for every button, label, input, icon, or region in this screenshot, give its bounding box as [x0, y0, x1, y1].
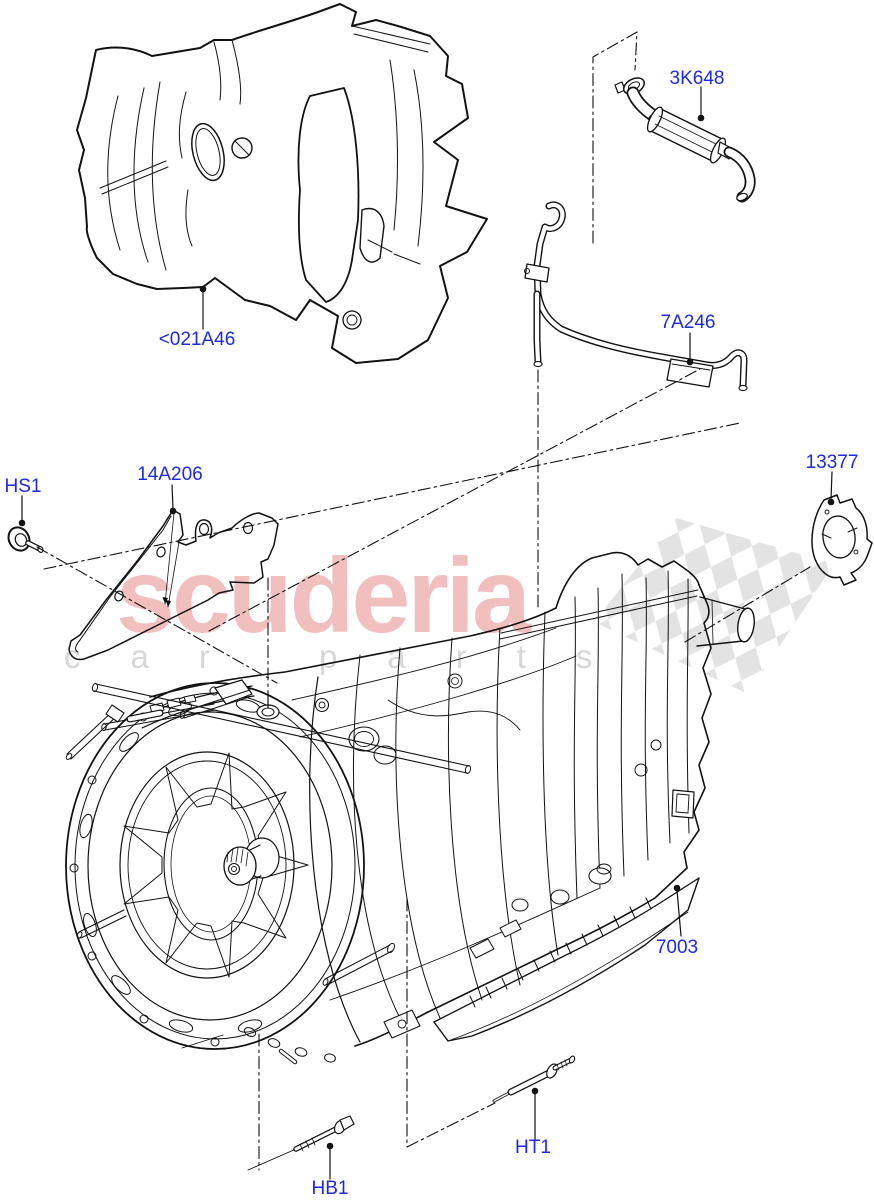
leader-lines [21, 86, 833, 1180]
projection-lines [36, 31, 811, 1171]
mounting-studs [65, 689, 396, 986]
screw-hs1-part [7, 526, 44, 553]
breather-filter-part [614, 77, 756, 203]
part-label-7A246[interactable]: 7A246 [660, 312, 716, 334]
watermark-subtitle: car parts [64, 638, 642, 675]
output-shaft [696, 596, 755, 647]
part-label-HT1[interactable]: HT1 [515, 1137, 551, 1159]
bolt-hb1-part [247, 1115, 355, 1171]
vent-pipe-part [524, 201, 748, 392]
part-label-HB1[interactable]: HB1 [311, 1178, 349, 1200]
transmission-assembly [65, 551, 755, 1065]
part-label-14A206[interactable]: 14A206 [137, 464, 203, 486]
stud-ht1-part [492, 1055, 576, 1103]
part-label-7003[interactable]: 7003 [655, 937, 699, 959]
part-label-13377[interactable]: 13377 [805, 452, 859, 474]
watermark: scuderia car parts [64, 518, 834, 694]
ring-13377-part [811, 494, 873, 586]
leader-dots [18, 114, 835, 1150]
transmission-case [91, 551, 712, 1065]
watermark-title: scuderia [116, 537, 532, 655]
part-label-HS1[interactable]: HS1 [4, 476, 42, 498]
torque-converter [65, 682, 365, 1050]
bracket-14a206-part [68, 509, 279, 661]
acoustic-cover-part [76, 3, 488, 364]
part-label-021A46[interactable]: <021A46 [158, 329, 236, 351]
oil-pan [427, 867, 700, 1042]
part-label-3K648[interactable]: 3K648 [669, 68, 725, 90]
